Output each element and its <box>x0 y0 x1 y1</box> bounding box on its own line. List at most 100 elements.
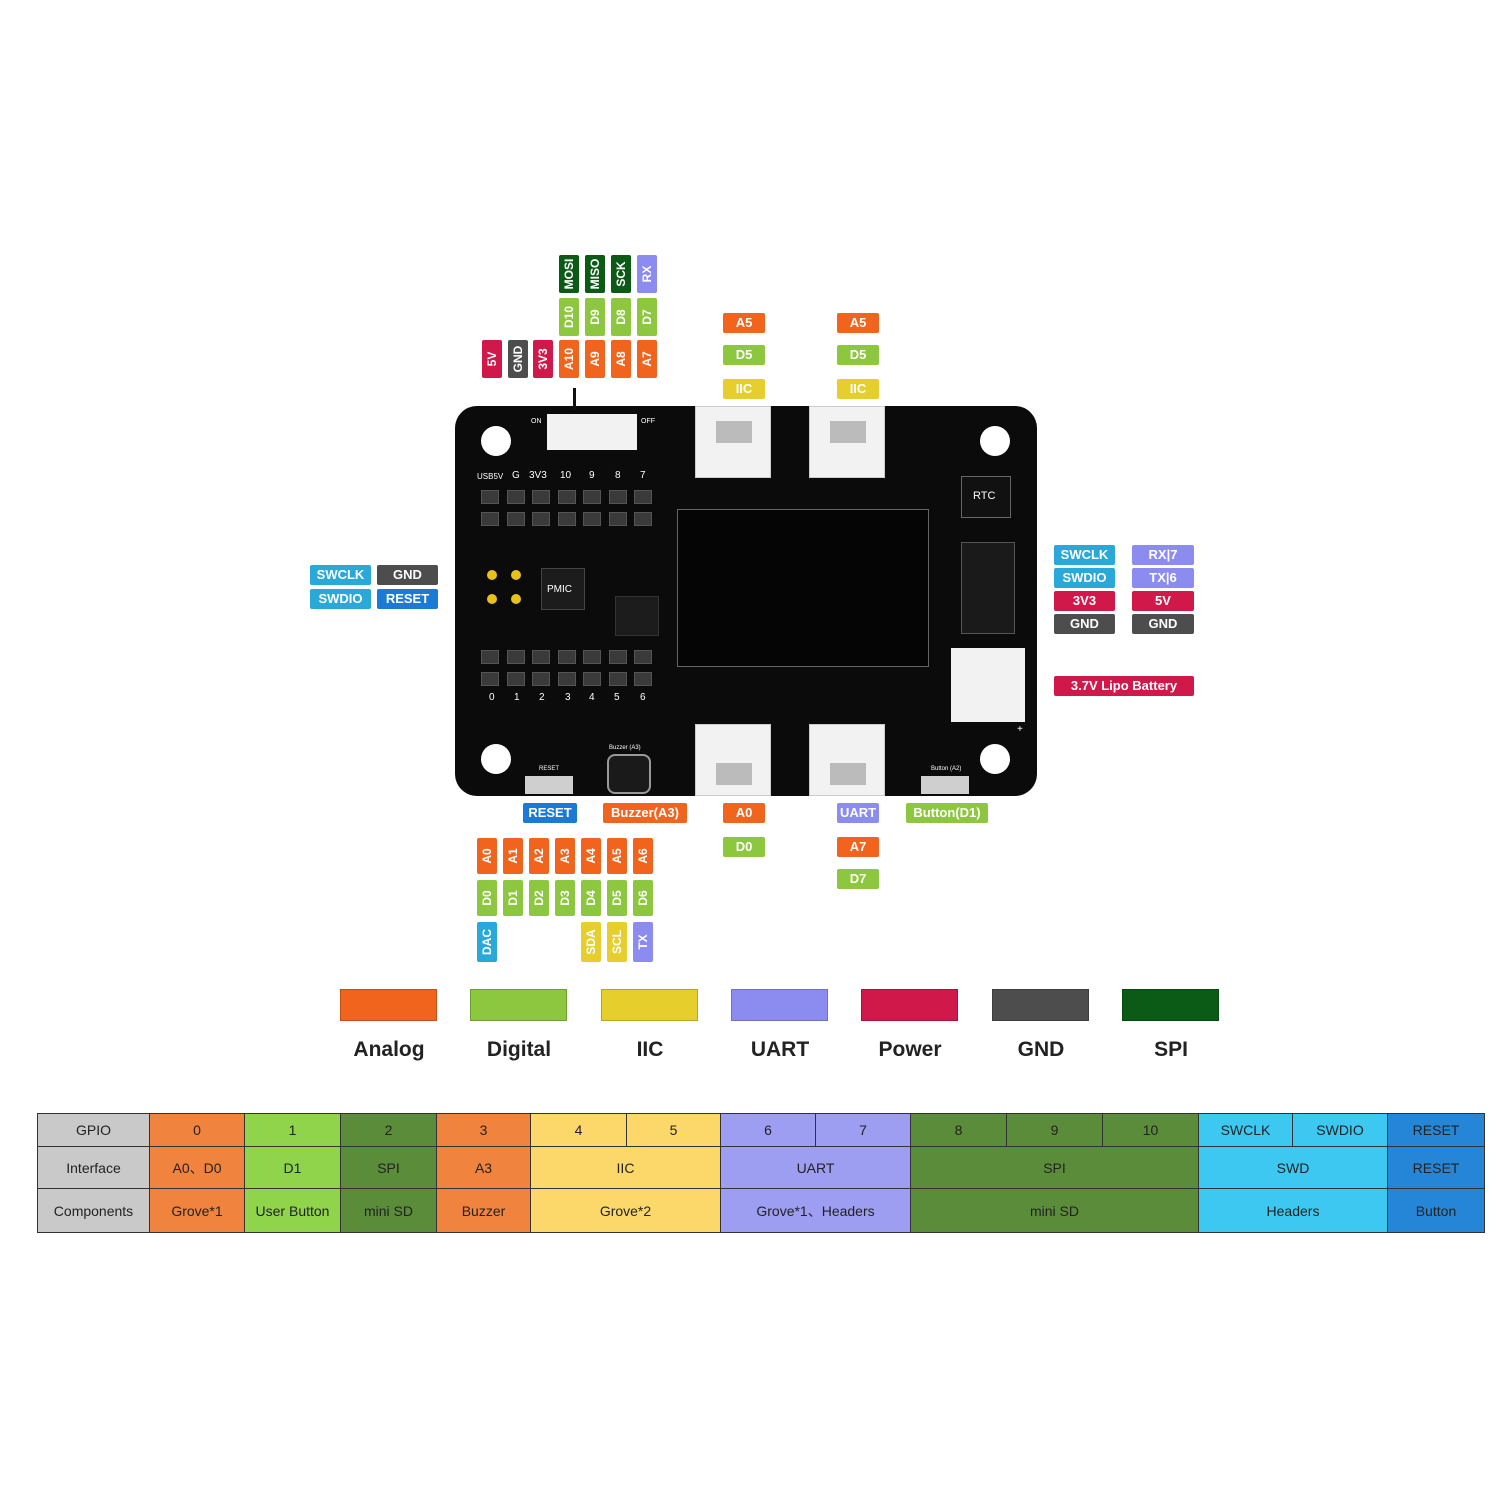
table-cell: SWDIO <box>1292 1113 1388 1147</box>
battery-plus: + <box>1017 724 1023 735</box>
grove-br-uart: UART <box>837 803 879 823</box>
table-cell: D1 <box>244 1146 341 1189</box>
silk-9: 9 <box>589 470 595 481</box>
table-cell: 9 <box>1006 1113 1103 1147</box>
silk-5: 5 <box>614 692 620 703</box>
pin-a4: A4 <box>581 838 601 874</box>
header-pin <box>557 672 576 686</box>
header-pin <box>608 490 627 504</box>
gpio-table: GPIO 0 1 2 3 4 5 6 7 8 9 10 SWCLK SWDIO … <box>37 1113 1485 1233</box>
user-button[interactable] <box>921 776 969 794</box>
mount-hole-tl <box>481 426 511 456</box>
swd-right-swdio: SWDIO <box>1054 568 1115 588</box>
mount-hole-br <box>980 744 1010 774</box>
silk-0: 0 <box>489 692 495 703</box>
pin-a5: A5 <box>607 838 627 874</box>
switch-off-label: OFF <box>641 418 655 425</box>
table-cell: 7 <box>815 1113 911 1147</box>
swd-right-3v3: 3V3 <box>1054 591 1115 611</box>
swd-right-gnd: GND <box>1054 614 1115 634</box>
pmic-label: PMIC <box>547 584 572 595</box>
table-cell: mini SD <box>340 1188 437 1233</box>
header-pin <box>634 672 652 686</box>
header-pin <box>506 650 525 664</box>
pin-d10: D10 <box>559 298 579 336</box>
table-cell: mini SD <box>910 1188 1199 1233</box>
silk-2: 2 <box>539 692 545 703</box>
pin-d6: D6 <box>633 880 653 916</box>
pin-a2: A2 <box>529 838 549 874</box>
silk-g: G <box>512 470 520 481</box>
buzzer-silk: Buzzer (A3) <box>609 745 641 751</box>
silk-8: 8 <box>615 470 621 481</box>
reset-button[interactable] <box>525 776 573 794</box>
header-pin <box>506 672 525 686</box>
header-pin <box>532 650 550 664</box>
table-cell: A3 <box>436 1146 531 1189</box>
silk-3v3: 3V3 <box>529 470 547 481</box>
legend-swatch-gnd <box>992 989 1089 1021</box>
pin-d1: D1 <box>503 880 523 916</box>
grove-connector-top-right <box>809 406 885 478</box>
grove-connector-top-left <box>695 406 771 478</box>
swd-left-reset: RESET <box>377 589 438 609</box>
table-cell: Headers <box>1198 1188 1388 1233</box>
pin-d4: D4 <box>581 880 601 916</box>
silk-3: 3 <box>565 692 571 703</box>
silk-7: 7 <box>640 470 646 481</box>
legend-label-gnd: GND <box>1017 1038 1065 1061</box>
label-button: Button(D1) <box>906 803 988 823</box>
pin-d0: D0 <box>477 880 497 916</box>
table-cell: RESET <box>1387 1113 1485 1147</box>
legend-swatch-digital <box>470 989 567 1021</box>
swd-right-rx7: RX|7 <box>1132 545 1194 565</box>
table-row-interface: Interface A0、D0 D1 SPI A3 IIC UART SPI S… <box>37 1146 1485 1189</box>
legend-label-spi: SPI <box>1154 1038 1188 1061</box>
rtc-chip <box>961 476 1011 518</box>
table-cell: SPI <box>910 1146 1199 1189</box>
swd-pad <box>511 570 521 580</box>
pin-mosi: MOSI <box>559 255 579 293</box>
table-cell: Button <box>1387 1188 1485 1233</box>
swd-pad <box>511 594 521 604</box>
header-pin <box>634 512 652 526</box>
header-pin <box>532 672 550 686</box>
table-cell: 3 <box>436 1113 531 1147</box>
grove-connector-bottom-left <box>695 724 771 796</box>
header-pin <box>608 650 627 664</box>
header-pin <box>583 490 601 504</box>
pcb-board: ON OFF USB5V G 3V3 10 9 8 7 PMIC 0 1 2 3… <box>455 388 1037 796</box>
swd-right-swclk: SWCLK <box>1054 545 1115 565</box>
mount-hole-bl <box>481 744 511 774</box>
pin-sck: SCK <box>611 255 631 293</box>
label-reset: RESET <box>523 803 577 823</box>
header-pin <box>583 672 601 686</box>
mount-hole-tr <box>980 426 1010 456</box>
pin-a9: A9 <box>585 340 605 378</box>
swd-right-gnd2: GND <box>1132 614 1194 634</box>
header-pin <box>506 512 525 526</box>
legend-swatch-spi <box>1122 989 1219 1021</box>
swd-right-5v: 5V <box>1132 591 1194 611</box>
swd-pad <box>487 570 497 580</box>
switch-on-label: ON <box>531 418 542 425</box>
pin-a0: A0 <box>477 838 497 874</box>
legend-label-power: Power <box>878 1038 942 1061</box>
silk-1: 1 <box>514 692 520 703</box>
legend-swatch-analog <box>340 989 437 1021</box>
pin-a7: A7 <box>637 340 657 378</box>
table-cell: 8 <box>910 1113 1007 1147</box>
pin-a8: A8 <box>611 340 631 378</box>
header-pin <box>481 672 499 686</box>
header-pin <box>557 490 576 504</box>
swd-pad <box>487 594 497 604</box>
silk-6: 6 <box>640 692 646 703</box>
table-cell: IIC <box>530 1146 721 1189</box>
pin-a3: A3 <box>555 838 575 874</box>
table-cell: 4 <box>530 1113 627 1147</box>
table-cell: UART <box>720 1146 911 1189</box>
swd-right-tx6: TX|6 <box>1132 568 1194 588</box>
pin-d8: D8 <box>611 298 631 336</box>
pin-tx: TX <box>633 922 653 962</box>
power-switch[interactable] <box>547 414 637 450</box>
